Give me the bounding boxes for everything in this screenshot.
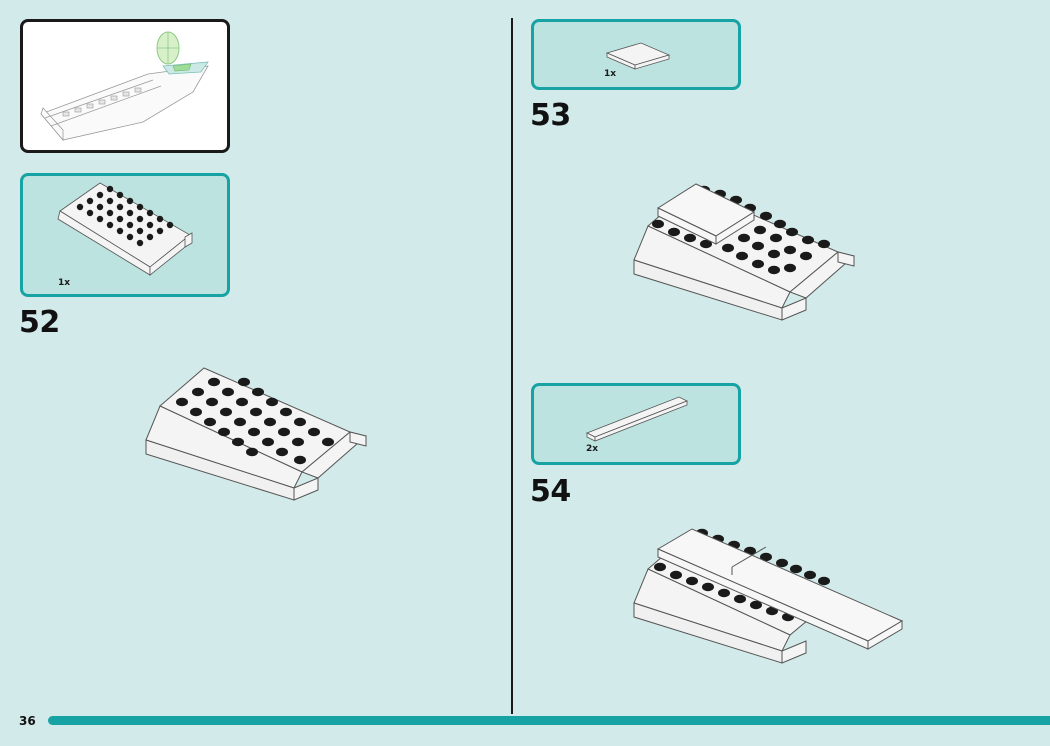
page-number: 36 xyxy=(19,714,36,728)
step-52-assembly-icon xyxy=(145,367,368,501)
long-flat-tile-icon xyxy=(586,396,688,442)
step-number: 53 xyxy=(530,98,571,133)
page-progress-bar xyxy=(48,716,1050,725)
step-number: 52 xyxy=(19,305,60,340)
parts-callout-step-52: 1x xyxy=(20,173,230,297)
model-overview-panel xyxy=(20,19,230,153)
part-quantity: 1x xyxy=(604,69,617,79)
brick-slope-plate-icon xyxy=(57,182,193,276)
parts-callout-step-53: 1x xyxy=(531,19,741,90)
step-number: 54 xyxy=(530,474,571,509)
page-column-divider xyxy=(511,18,513,714)
boat-model-icon xyxy=(40,31,209,142)
part-quantity: 2x xyxy=(586,444,599,454)
parts-callout-step-54: 2x xyxy=(531,383,741,465)
step-53-assembly-icon xyxy=(633,183,856,321)
step-54-assembly-icon xyxy=(633,528,904,664)
flat-tile-icon xyxy=(605,42,671,70)
part-quantity: 1x xyxy=(58,278,71,288)
